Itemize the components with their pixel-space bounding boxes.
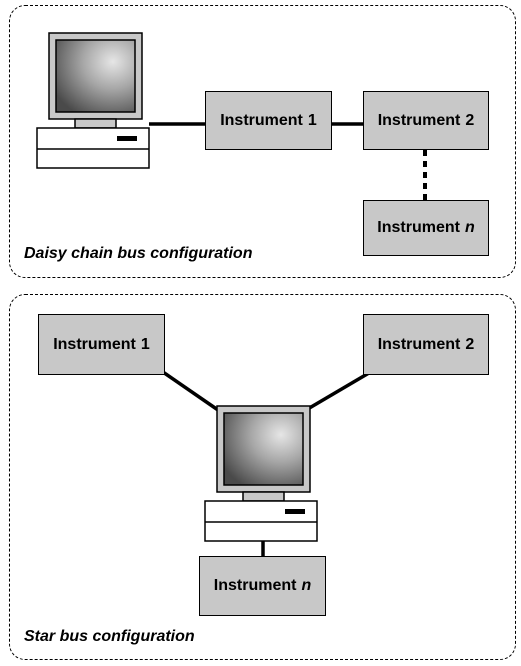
instrument-label: Instrument [213,577,297,594]
instrument-label: Instrument [53,335,136,353]
instrument-number: 1 [307,111,317,129]
instrument-number: 2 [465,335,475,353]
instrument-label: Instrument [377,335,461,353]
daisy-chain-panel [9,5,516,278]
instrument-number: n [464,219,475,236]
computer-icon [204,405,318,542]
instrument-number: 1 [140,335,150,353]
instrument-label: Instrument [377,111,461,129]
daisy-instrument-1: Instrument 1 [205,91,332,150]
cable-instrument-1-computer [159,368,219,412]
instrument-label: Instrument [377,219,460,236]
instrument-label: Instrument [220,111,303,129]
daisy-instrument-n: Instrument n [363,200,489,256]
cable-instrument-2-computer [305,368,375,412]
instrument-number: 2 [465,111,475,129]
instrument-number: n [301,577,312,594]
star-caption: Star bus configuration [24,628,195,645]
daisy-chain-caption: Daisy chain bus configuration [24,245,253,262]
star-instrument-1: Instrument 1 [38,314,165,375]
star-instrument-2: Instrument 2 [363,314,489,375]
daisy-instrument-2: Instrument 2 [363,91,489,150]
star-instrument-n: Instrument n [199,556,326,616]
star-panel [9,294,516,660]
